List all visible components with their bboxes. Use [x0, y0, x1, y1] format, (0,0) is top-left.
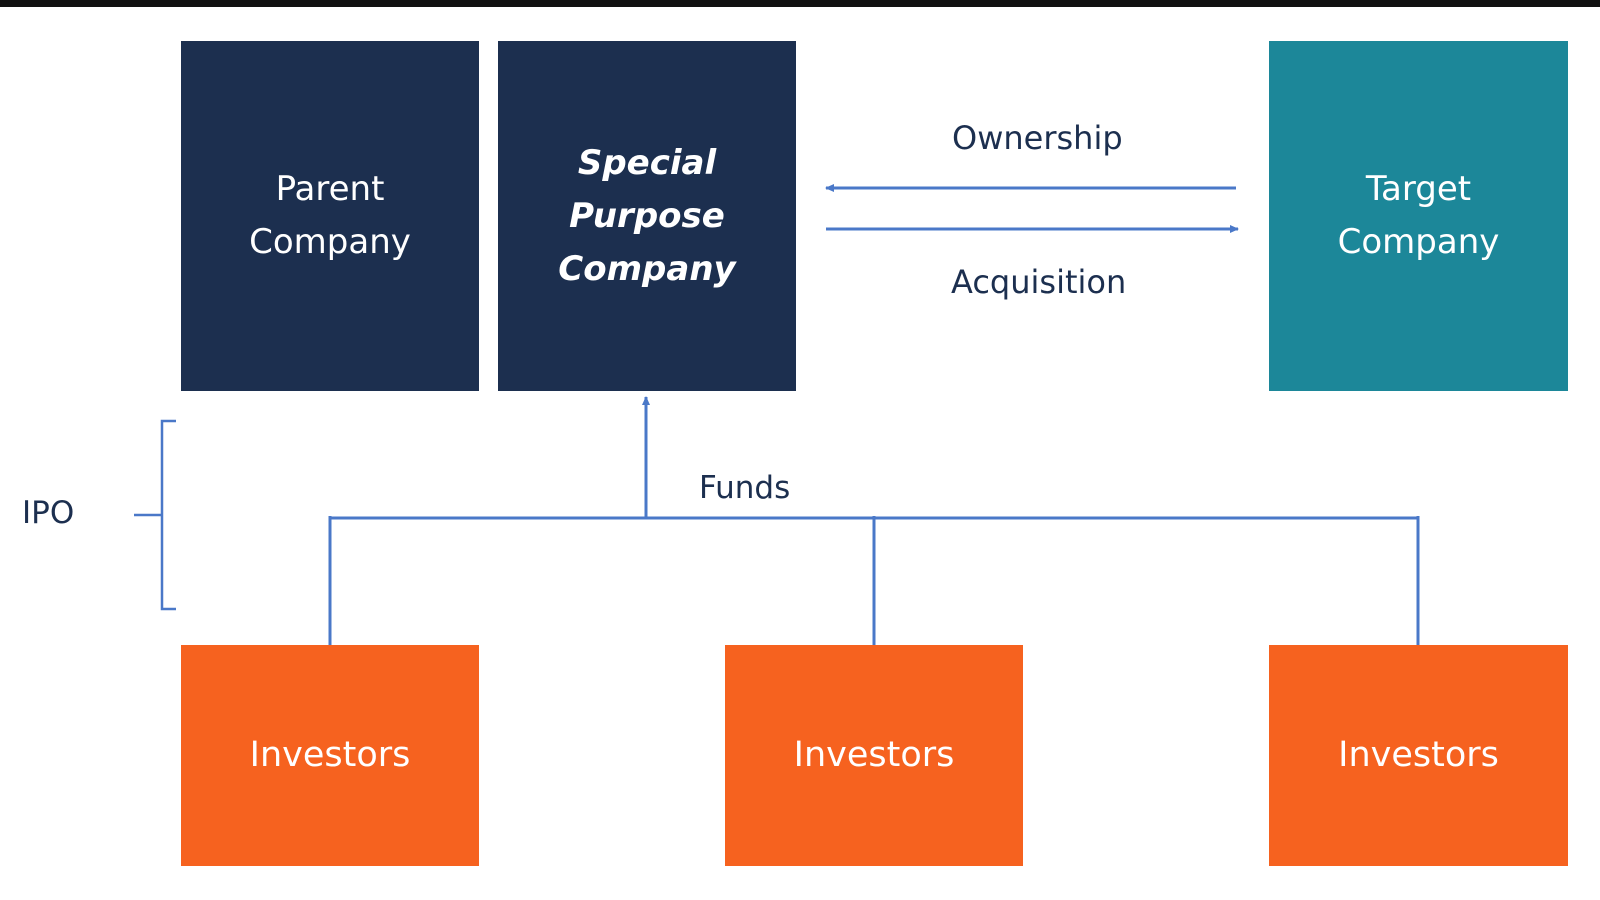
- investors-label-1: Investors: [249, 735, 411, 775]
- investors-box-2: Investors: [725, 645, 1023, 866]
- acquisition-label: Acquisition: [951, 263, 1127, 301]
- special-purpose-company-box: Special Purpose Company: [498, 41, 796, 391]
- investors-box-3: Investors: [1269, 645, 1568, 866]
- target-company-box: Target Company: [1269, 41, 1568, 391]
- investors-label-3: Investors: [1338, 735, 1499, 775]
- investors-box-1: Investors: [181, 645, 479, 866]
- special-purpose-company-label: Special Purpose Company: [558, 142, 736, 289]
- ipo-bracket: [134, 419, 176, 611]
- target-company-label: Target Company: [1337, 169, 1500, 262]
- ipo-label: IPO: [22, 495, 75, 531]
- investors-label-2: Investors: [793, 735, 955, 775]
- ownership-label: Ownership: [952, 119, 1123, 157]
- funds-label: Funds: [699, 470, 791, 506]
- parent-company-label: Parent Company: [249, 169, 411, 262]
- parent-company-box: Parent Company: [181, 41, 479, 391]
- top-border: [0, 0, 1600, 7]
